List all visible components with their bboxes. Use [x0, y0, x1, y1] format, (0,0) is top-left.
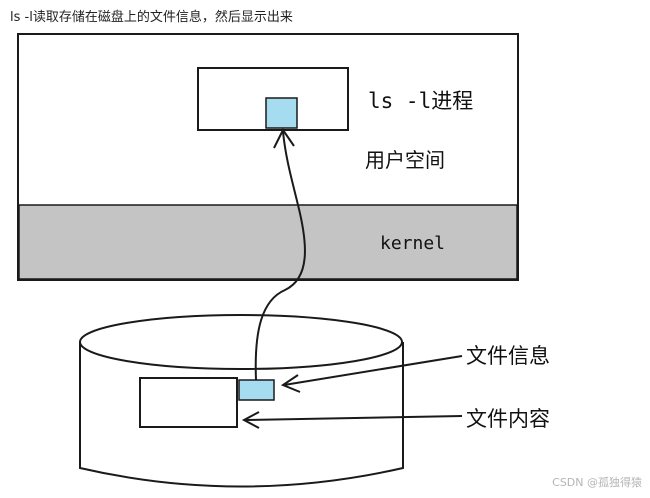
- watermark: CSDN @孤独得猿: [552, 476, 642, 489]
- file-info-block: [238, 379, 275, 401]
- file-content-arrow-head: [241, 411, 260, 429]
- file-content-arrow: [244, 415, 463, 421]
- kernel-label: kernel: [380, 233, 445, 254]
- disk-cylinder-top: [79, 314, 403, 370]
- user-space-label: 用户空间: [365, 148, 445, 172]
- process-label: ls -l进程: [368, 89, 473, 113]
- file-content-box: [139, 377, 238, 428]
- kernel-band: [18, 204, 518, 280]
- read-arrow-head: [273, 128, 295, 149]
- file-info-arrow-head: [280, 374, 301, 393]
- caption: ls -l读取存储在磁盘上的文件信息，然后显示出来: [10, 10, 293, 25]
- read-arrow: [254, 131, 306, 381]
- file-info-label: 文件信息: [466, 344, 550, 368]
- file-info-arrow: [283, 355, 463, 386]
- file-content-label: 文件内容: [466, 407, 550, 431]
- process-info-block: [265, 97, 298, 129]
